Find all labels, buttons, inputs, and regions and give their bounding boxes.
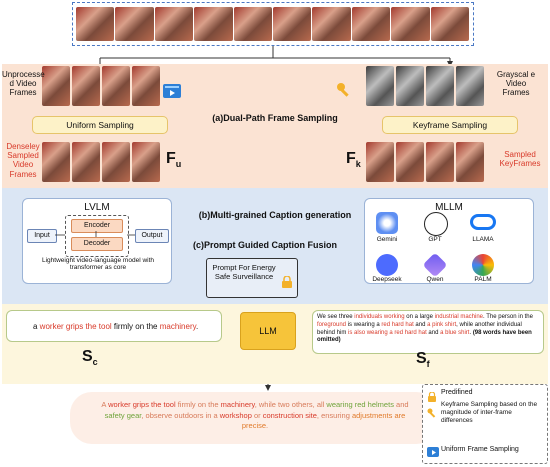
final-caption-text: A worker grips the tool firmly on the ma… bbox=[101, 400, 409, 430]
lvlm-caption: Lightweight video-language model with tr… bbox=[41, 257, 155, 271]
lvlm-input: Input bbox=[27, 229, 57, 243]
key-icon bbox=[336, 82, 352, 98]
video-frame-thumbnail bbox=[312, 7, 351, 41]
grayscale-frames bbox=[366, 66, 484, 108]
video-frame-thumbnail bbox=[233, 7, 272, 41]
sf-caption-text: We see three individuals working on a la… bbox=[317, 314, 533, 344]
video-frame-thumbnail bbox=[102, 66, 130, 106]
video-frame-thumbnail bbox=[351, 7, 391, 41]
video-frame-thumbnail bbox=[132, 66, 160, 106]
final-caption-box: A worker grips the tool firmly on the ma… bbox=[70, 392, 438, 444]
video-frame-thumbnail bbox=[42, 66, 70, 106]
video-frame-thumbnail bbox=[426, 142, 454, 182]
gemini-logo-icon bbox=[376, 212, 398, 234]
sampled-keyframes-label: Sampled KeyFrames bbox=[499, 150, 541, 169]
prompt-box: Prompt For Energy Safe Surveillance bbox=[206, 258, 298, 298]
model-deepseek: Deepseek bbox=[372, 276, 402, 283]
video-frame-thumbnail bbox=[426, 66, 454, 106]
llm-box: LLM bbox=[240, 312, 296, 350]
legend-box: Predifined Keyframe Sampling based on th… bbox=[422, 384, 548, 464]
lock-icon bbox=[281, 275, 293, 288]
legend-predefined: Predifined bbox=[441, 389, 473, 396]
gpt-logo-icon bbox=[424, 212, 448, 236]
video-frame-thumbnail bbox=[132, 142, 160, 182]
model-gpt: GPT bbox=[428, 236, 442, 243]
keyframe-sampling-label: Keyframe Sampling bbox=[412, 120, 488, 130]
model-qwen: Qwen bbox=[426, 276, 444, 283]
legend-lock-icon bbox=[427, 389, 437, 402]
lvlm-title: LVLM bbox=[84, 202, 110, 213]
llama-logo-icon bbox=[470, 214, 496, 230]
mllm-title: MLLM bbox=[435, 202, 463, 213]
video-frame-thumbnail bbox=[102, 142, 130, 182]
fk-symbol: Fk bbox=[346, 150, 361, 170]
video-frame-thumbnail bbox=[72, 66, 100, 106]
unprocessed-frames-label: Unprocesse d Video Frames bbox=[2, 70, 45, 98]
grayscale-frames-label: Grayscal e Video Frames bbox=[496, 70, 536, 98]
sf-symbol: Sf bbox=[416, 350, 430, 370]
video-frame-thumbnail bbox=[456, 142, 484, 182]
lvlm-box: LVLM Input Encoder Decoder Output Lightw… bbox=[22, 198, 172, 284]
video-frame-thumbnail bbox=[456, 66, 484, 106]
unprocessed-frames bbox=[42, 66, 160, 108]
top-filmstrip bbox=[72, 2, 474, 46]
dense-sampled-label: Denseley Sampled Video Frames bbox=[6, 142, 40, 179]
video-frame-thumbnail bbox=[42, 142, 70, 182]
palm-logo-icon bbox=[472, 254, 494, 276]
section-b-title: (b)Multi-grained Caption generation bbox=[198, 210, 352, 220]
uniform-sampling-label: Uniform Sampling bbox=[66, 120, 134, 130]
prompt-text: Prompt For Energy Safe Surveillance bbox=[212, 263, 276, 281]
section-c-title: (c)Prompt Guided Caption Fusion bbox=[193, 240, 337, 250]
video-frame-thumbnail bbox=[115, 7, 154, 41]
lvlm-encoder: Encoder bbox=[71, 219, 123, 233]
video-frame-thumbnail bbox=[430, 7, 469, 41]
uniform-sampling-box: Uniform Sampling bbox=[32, 116, 168, 134]
video-frame-thumbnail bbox=[273, 7, 312, 41]
llm-label: LLM bbox=[259, 326, 277, 336]
legend-keyframe: Keyframe Sampling based on the magnitude… bbox=[441, 401, 538, 424]
deepseek-logo-icon bbox=[376, 254, 398, 276]
video-frame-thumbnail bbox=[366, 66, 394, 106]
model-gemini: Gemini bbox=[376, 236, 398, 243]
video-frame-thumbnail bbox=[194, 7, 233, 41]
section-a-title: (a)Dual-Path Frame Sampling bbox=[212, 113, 338, 123]
dense-sampled-frames bbox=[42, 142, 160, 184]
sc-caption-text: a worker grips the tool firmly on the ma… bbox=[33, 322, 199, 331]
model-palm: PALM bbox=[474, 276, 492, 283]
sc-caption-box: a worker grips the tool firmly on the ma… bbox=[6, 310, 222, 342]
video-frame-thumbnail bbox=[396, 142, 424, 182]
video-film-icon bbox=[162, 82, 182, 100]
video-frame-thumbnail bbox=[76, 7, 115, 41]
legend-uniform: Uniform Frame Sampling bbox=[441, 446, 519, 453]
video-frame-thumbnail bbox=[391, 7, 430, 41]
video-frame-thumbnail bbox=[396, 66, 424, 106]
lvlm-decoder: Decoder bbox=[71, 237, 123, 251]
sc-symbol: Sc bbox=[82, 348, 98, 368]
fu-symbol: Fu bbox=[166, 150, 182, 170]
model-llama: LLAMA bbox=[472, 236, 494, 243]
keyframe-sampled-frames bbox=[366, 142, 484, 184]
legend-key-icon bbox=[427, 405, 437, 418]
keyframe-sampling-box: Keyframe Sampling bbox=[382, 116, 518, 134]
sf-caption-box: We see three individuals working on a la… bbox=[312, 310, 544, 354]
video-frame-thumbnail bbox=[154, 7, 194, 41]
lvlm-output: Output bbox=[135, 229, 169, 243]
legend-video-icon bbox=[427, 445, 439, 457]
video-frame-thumbnail bbox=[72, 142, 100, 182]
video-frame-thumbnail bbox=[366, 142, 394, 182]
